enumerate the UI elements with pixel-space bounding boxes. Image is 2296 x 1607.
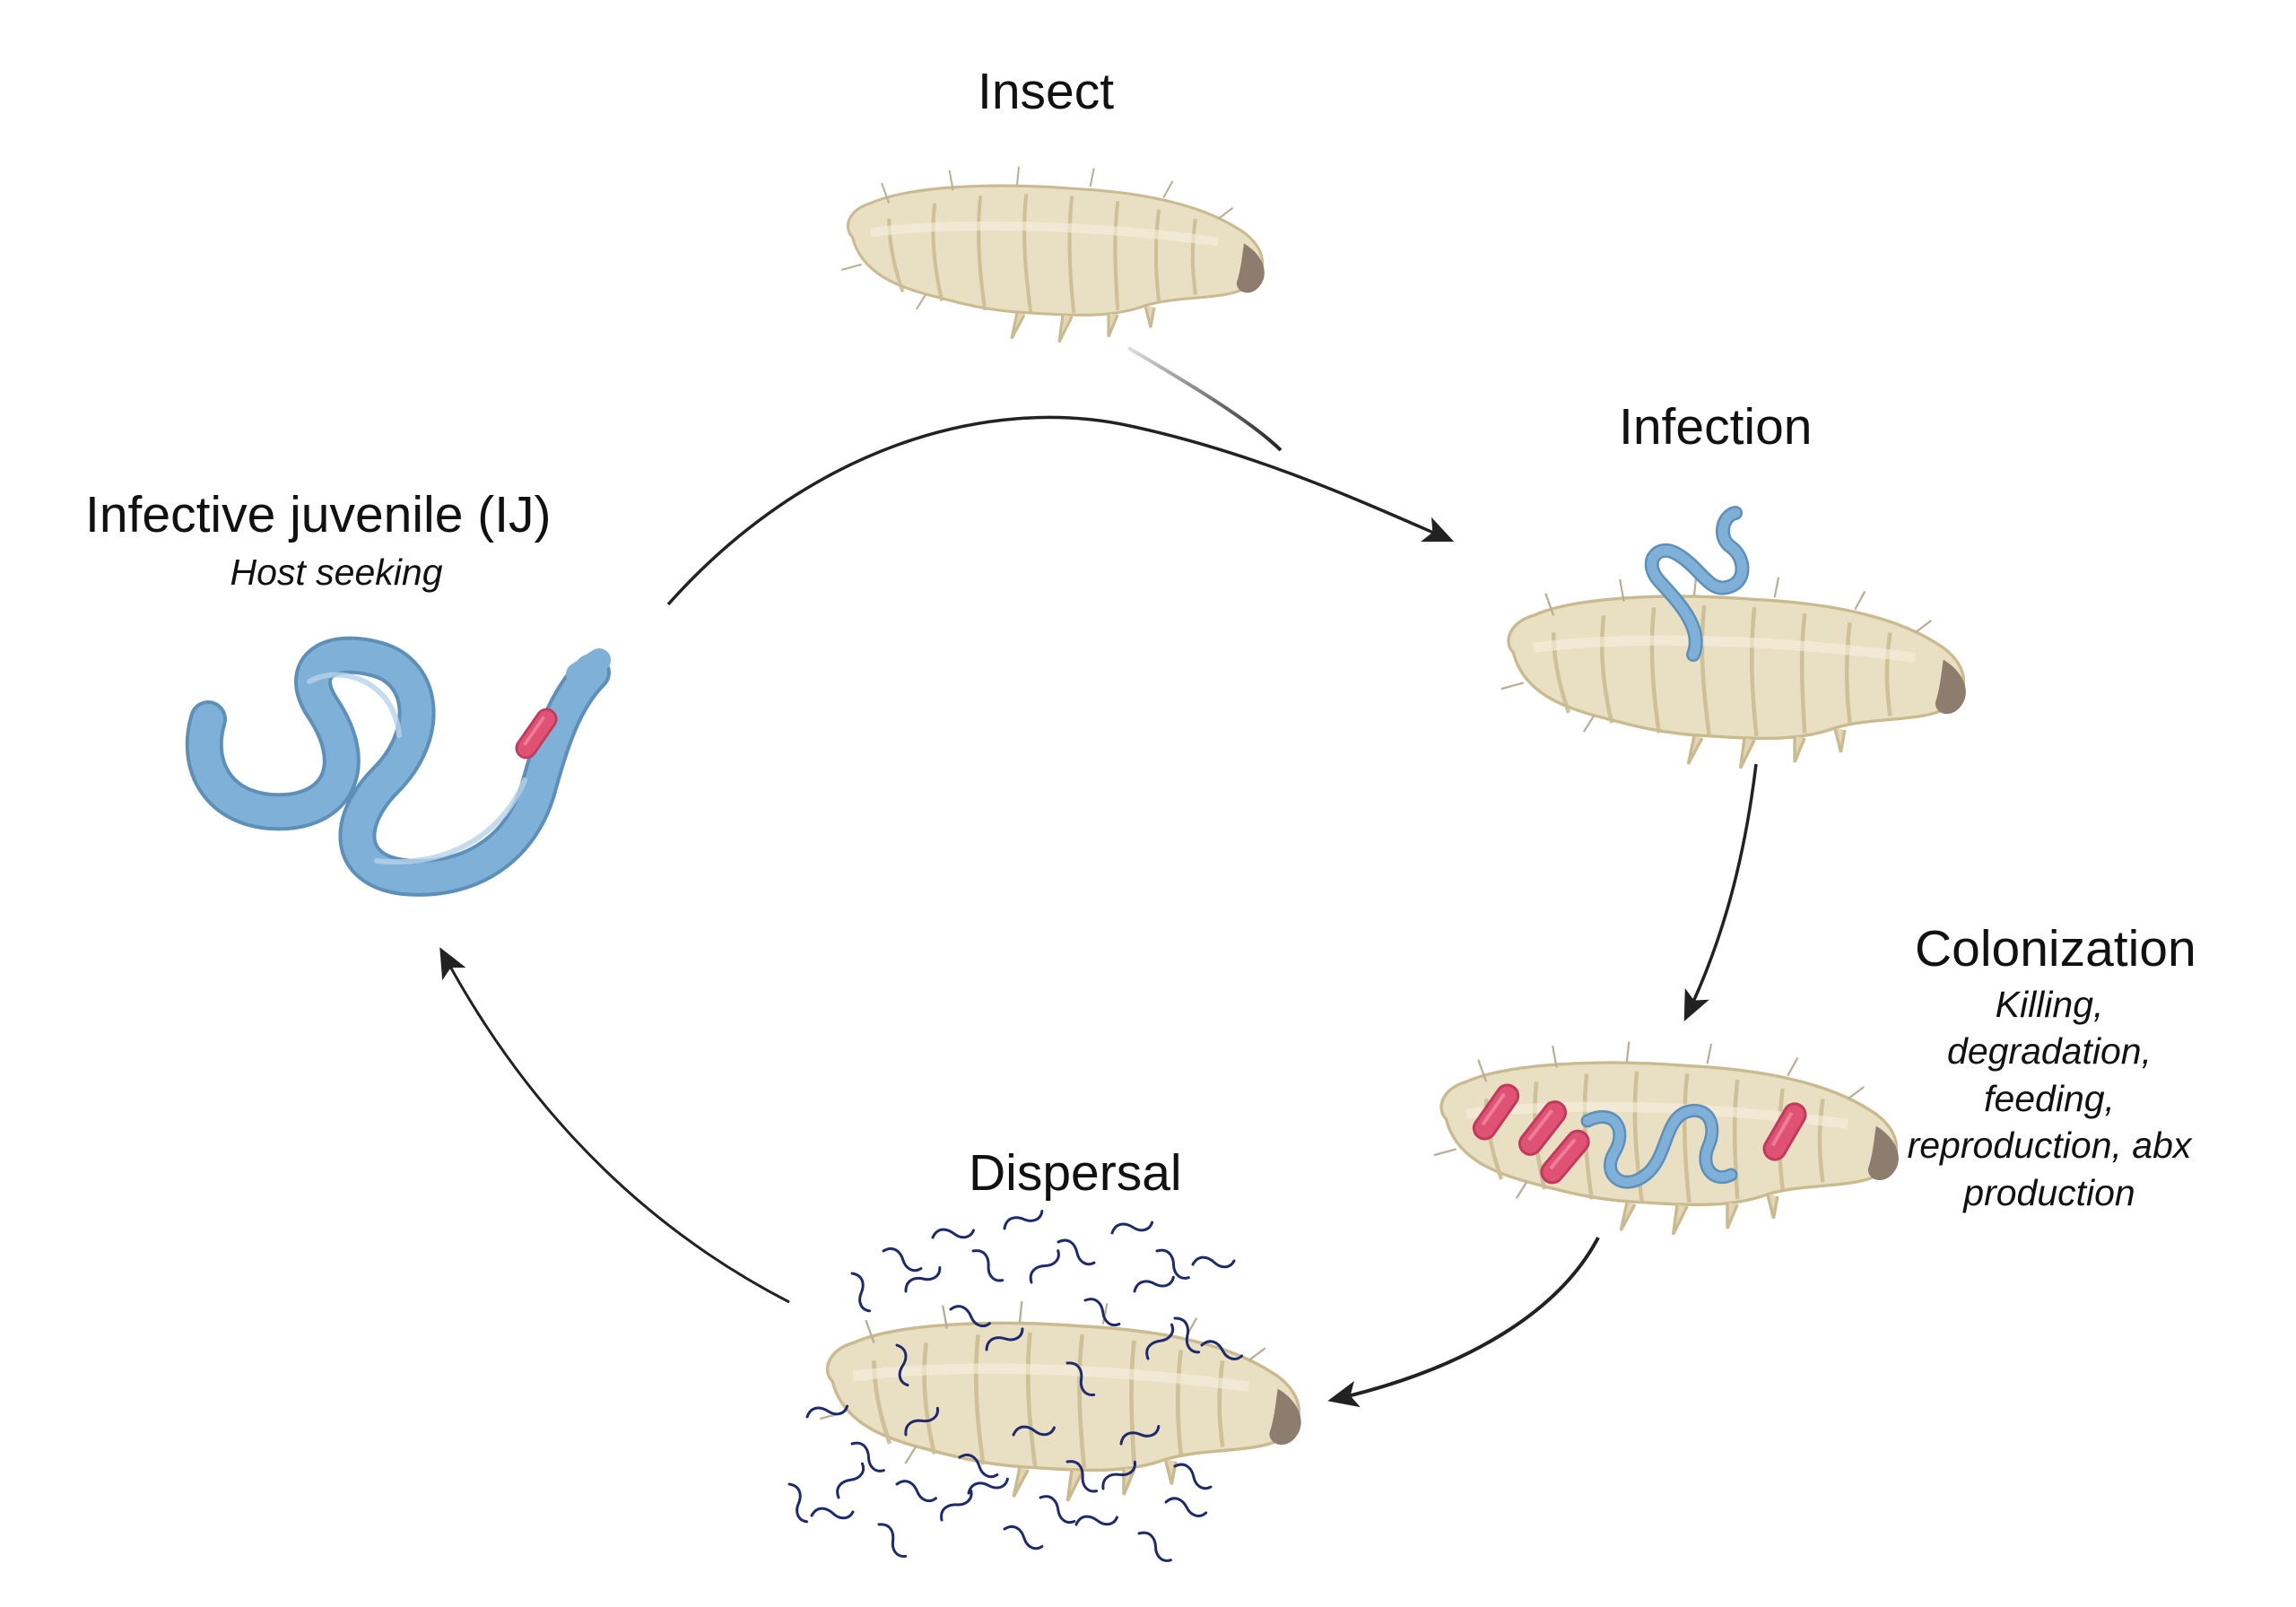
colonization-detail-line: degradation, — [1947, 1030, 2152, 1073]
stage-title-infection: Infection — [1619, 398, 1813, 456]
arrow-infection-to-colonization — [1683, 763, 1758, 1022]
arrow-colonization-to-dispersal — [1327, 1237, 1600, 1408]
stage-title-infective-juvenile: Infective juvenile (IJ) — [85, 486, 552, 543]
infective-juvenile-nematode-icon — [185, 636, 611, 897]
colonization-details: Killing, degradation, feeding, reproduct… — [1892, 981, 2206, 1216]
colonization-detail-line: production — [1963, 1171, 2135, 1213]
stage-title-dispersal: Dispersal — [969, 1144, 1182, 1202]
arrow-ij-to-infection — [666, 415, 1455, 606]
larva-icon — [820, 1301, 1300, 1501]
colonization-detail-line: feeding, — [1984, 1077, 2115, 1119]
larva-icon — [841, 167, 1265, 343]
stage-title-insect: Insect — [978, 63, 1115, 120]
arrow-insect-to-infection — [1126, 346, 1283, 452]
colonization-detail-line: Killing, — [1995, 984, 2104, 1025]
infective-juvenile-subtitle: Host seeking — [230, 552, 443, 593]
colonization-detail-line: reproduction, abx — [1907, 1125, 2192, 1167]
larva-icon — [1501, 576, 1966, 769]
stage-title-colonization: Colonization — [1915, 920, 2196, 977]
arrow-dispersal-to-ij — [439, 947, 790, 1304]
